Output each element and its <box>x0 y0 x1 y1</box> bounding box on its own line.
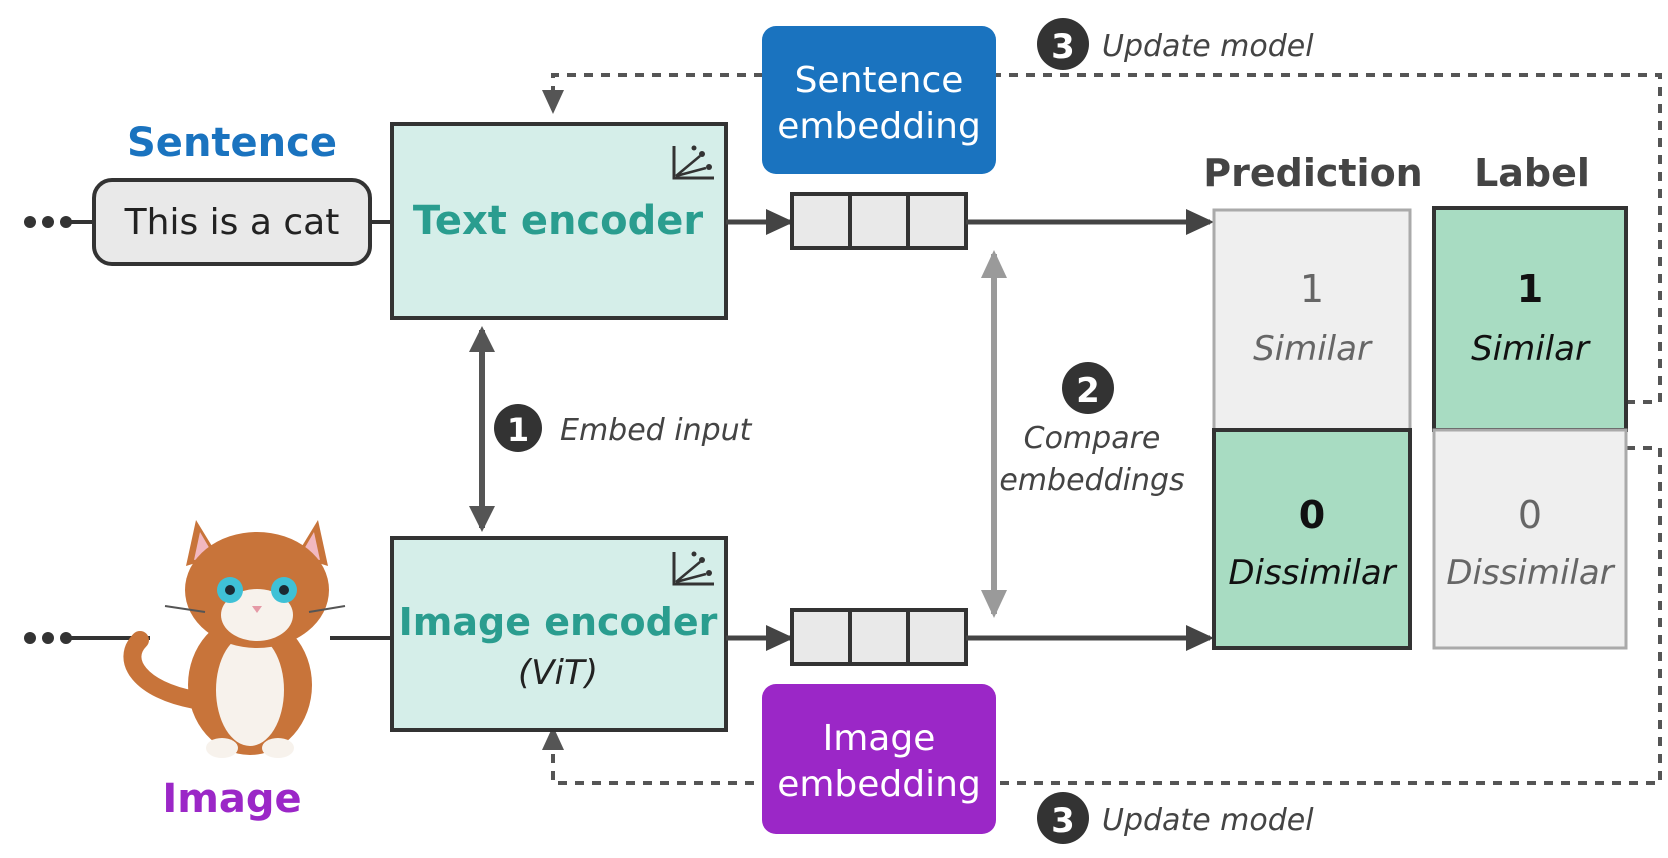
image-encoder-sublabel: (ViT) <box>518 653 598 693</box>
sentence-embedding-vector <box>790 192 968 250</box>
step-2-badge: 2 <box>1062 362 1114 414</box>
cat-illustration <box>123 520 346 758</box>
step-1-label: Embed input <box>560 413 753 448</box>
embedding-scatter-icon <box>672 551 714 586</box>
svg-text:2: 2 <box>1076 371 1100 411</box>
image-title: Image <box>162 776 301 822</box>
prediction-header: Prediction <box>1203 151 1422 195</box>
step-3-badge-top: 3 <box>1037 18 1089 70</box>
label-cell-similar <box>1432 206 1628 432</box>
step-2-line2: embeddings <box>999 463 1184 498</box>
image-embedding-line1: Image <box>823 718 936 759</box>
image-embedding-line2: embedding <box>777 764 981 805</box>
prediction-bottom-text: Dissimilar <box>1228 553 1397 593</box>
image-encoder-box <box>390 536 728 732</box>
ellipsis-dots-top <box>24 216 94 228</box>
step-3-label-bottom: Update model <box>1102 803 1314 838</box>
sentence-embedding-line2: embedding <box>777 106 981 147</box>
svg-text:1: 1 <box>507 411 529 449</box>
label-bottom-text: Dissimilar <box>1446 553 1615 593</box>
embedding-scatter-icon <box>672 145 714 180</box>
label-top-text: Similar <box>1471 329 1591 369</box>
sentence-embedding-tag <box>762 26 996 174</box>
label-cell-dissimilar <box>1432 428 1628 650</box>
step-1-badge: 1 <box>494 404 542 452</box>
text-encoder-label: Text encoder <box>413 198 704 244</box>
svg-text:3: 3 <box>1051 801 1075 841</box>
prediction-top-text: Similar <box>1253 329 1373 369</box>
step-3-badge-bottom: 3 <box>1037 792 1089 844</box>
svg-text:3: 3 <box>1051 27 1075 67</box>
label-top-value: 1 <box>1517 267 1543 311</box>
prediction-bottom-value: 0 <box>1299 493 1325 537</box>
text-encoder-box <box>390 122 728 320</box>
step-2-line1: Compare <box>1024 421 1161 456</box>
step-3-label-top: Update model <box>1102 29 1314 64</box>
sentence-embedding-line1: Sentence <box>795 60 964 101</box>
update-model-feedback-top <box>542 73 1662 404</box>
label-bottom-value: 0 <box>1518 493 1542 537</box>
prediction-top-value: 1 <box>1300 267 1324 311</box>
sentence-title: Sentence <box>127 120 337 166</box>
image-embedding-tag <box>762 684 996 834</box>
sentence-input-text: This is a cat <box>124 202 340 243</box>
label-header: Label <box>1474 151 1590 195</box>
prediction-cell-dissimilar <box>1212 428 1412 650</box>
image-encoder-label: Image encoder <box>399 600 718 644</box>
image-embedding-vector <box>790 608 968 666</box>
update-model-feedback-bottom <box>542 446 1662 785</box>
prediction-cell-similar <box>1212 208 1412 432</box>
